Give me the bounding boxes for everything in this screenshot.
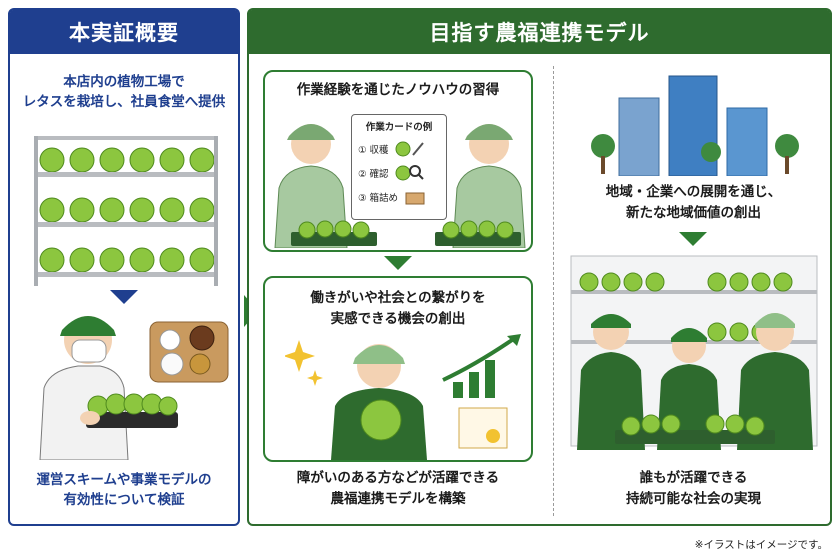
plant-factory-shelves: [34, 136, 218, 286]
lettuce-icon: [39, 197, 65, 223]
work-step-label: ③ 箱詰め: [358, 193, 399, 204]
magnifier-icon: [395, 165, 424, 181]
society-line2: 持続可能な社会の実現: [626, 491, 761, 507]
lettuce-icon: [189, 247, 215, 273]
smiling-worker-illustration: [331, 344, 427, 460]
lettuce-icon: [159, 197, 185, 223]
build-model-line1: 障がいのある方などが活躍できる: [296, 470, 500, 486]
overview-title: 本実証概要: [10, 10, 238, 54]
lettuce-icon: [773, 272, 793, 292]
lettuce-icon: [645, 272, 665, 292]
work-step-pack: ③ 箱詰め: [352, 185, 446, 209]
lettuce-icon: [39, 147, 65, 173]
regional-value-text: 地域・企業への展開を通じ、 新たな地域価値の創出: [557, 182, 830, 224]
regional-value-line1: 地域・企業への展開を通じ、: [605, 184, 782, 200]
work-step-label: ① 収穫: [358, 145, 389, 156]
lettuce-icon: [39, 247, 65, 273]
overview-verification-line1: 運営スキームや事業モデルの: [36, 472, 212, 488]
lettuce-icon: [129, 247, 155, 273]
overview-verification: 運営スキームや事業モデルの 有効性について検証: [10, 470, 238, 510]
lettuce-icon: [579, 272, 599, 292]
fulfillment-card: 働きがいや社会との繋がりを 実感できる機会の創出: [263, 276, 533, 462]
target-model-title: 目指す農福連携モデル: [249, 10, 830, 54]
work-card-title: 作業カードの例: [365, 122, 433, 133]
lettuce-icon: [129, 147, 155, 173]
certificate-icon: [458, 407, 508, 449]
work-step-harvest: ① 収穫: [352, 137, 446, 161]
overview-intro: 本店内の植物工場で レタスを栽培し、社員食堂へ提供: [10, 72, 238, 112]
illustration-note: ※イラストはイメージです。: [694, 539, 828, 551]
lettuce-icon: [707, 272, 727, 292]
lettuce-icon: [69, 197, 95, 223]
lettuce-icon: [189, 197, 215, 223]
build-model-text: 障がいのある方などが活躍できる 農福連携モデルを構築: [263, 468, 533, 510]
lettuce-icon: [601, 272, 621, 292]
society-line1: 誰もが活躍できる: [639, 470, 748, 486]
growth-chart-certificate: [442, 334, 521, 449]
overview-intro-line1: 本店内の植物工場で: [63, 74, 185, 90]
lettuce-icon: [69, 247, 95, 273]
lettuce-icon: [729, 322, 749, 342]
work-card-example: 作業カードの例 ① 収穫 ② 確認 ③ 箱詰め: [351, 114, 447, 220]
lettuce-trays: [291, 220, 521, 246]
know-how-card: 作業経験を通じたノウハウの習得 作業カードの例 ① 収穫 ② 確認 ③ 箱詰め: [263, 70, 533, 252]
build-model-line2: 農福連携モデルを構築: [330, 491, 466, 507]
regional-value-line2: 新たな地域価値の創出: [626, 205, 761, 221]
building-icon: [618, 97, 660, 176]
overview-verification-line2: 有効性について検証: [63, 492, 185, 508]
overview-intro-line2: レタスを栽培し、社員食堂へ提供: [22, 94, 226, 110]
lettuce-icon: [99, 147, 125, 173]
lettuce-icon: [129, 197, 155, 223]
section-divider: [553, 66, 554, 516]
target-model-panel: 目指す農福連携モデル 作業経験を通じたノウハウの習得 作業カードの例 ① 収穫 …: [247, 8, 832, 526]
lettuce-icon: [99, 197, 125, 223]
box-icon: [405, 192, 425, 205]
worker-with-lettuce-illustration: [39, 316, 229, 460]
lettuce-icon: [159, 247, 185, 273]
tree-icon: [591, 134, 615, 158]
lettuce-icon: [69, 147, 95, 173]
growth-arrow-icon: [442, 336, 517, 382]
lettuce-icon: [707, 322, 727, 342]
know-how-text: 作業経験を通じたノウハウの習得: [296, 82, 500, 98]
fulfillment-line1: 働きがいや社会との繋がりを: [310, 290, 486, 306]
down-arrow-icon: [110, 290, 138, 304]
lettuce-knife-icon: [395, 141, 424, 157]
work-step-check: ② 確認: [352, 161, 446, 185]
sparkle-icon: [285, 340, 323, 386]
lettuce-icon: [189, 147, 215, 173]
building-icon: [726, 107, 768, 176]
tree-icon: [701, 142, 721, 162]
overview-panel: 本実証概要 本店内の植物工場で レタスを栽培し、社員食堂へ提供 運営スキームや事…: [8, 8, 240, 526]
tree-icon: [775, 134, 799, 158]
society-text: 誰もが活躍できる 持続可能な社会の実現: [557, 468, 830, 510]
lettuce-icon: [751, 272, 771, 292]
lettuce-icon: [99, 247, 125, 273]
work-step-label: ② 確認: [358, 169, 389, 180]
down-arrow-icon: [679, 232, 707, 246]
lettuce-icon: [623, 272, 643, 292]
city-buildings-illustration: [591, 75, 799, 176]
fulfillment-text: 働きがいや社会との繋がりを 実感できる機会の創出: [265, 288, 531, 330]
lettuce-icon: [159, 147, 185, 173]
lettuce-icon: [729, 272, 749, 292]
fulfillment-line2: 実感できる機会の創出: [330, 311, 466, 327]
down-arrow-icon: [384, 256, 412, 270]
team-illustration: [570, 255, 818, 450]
